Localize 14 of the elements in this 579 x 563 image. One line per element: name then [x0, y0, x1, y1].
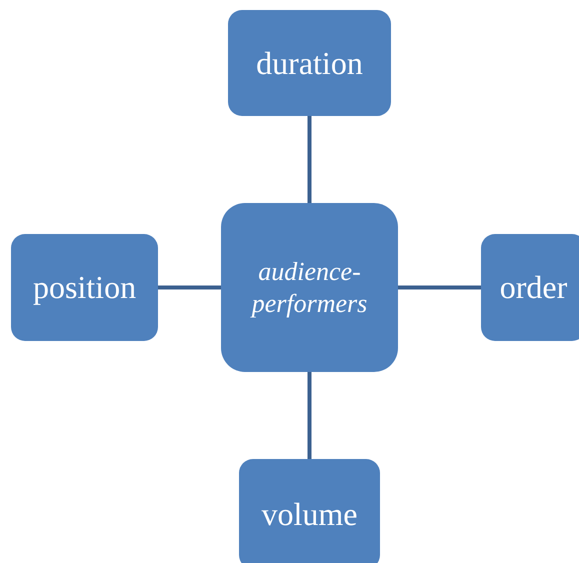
connector-line	[308, 372, 312, 459]
rounded-box	[11, 234, 158, 341]
box-label: position	[32, 268, 136, 307]
rounded-box	[228, 10, 391, 116]
box-label: audience-performers	[249, 256, 368, 319]
box-label: volume	[262, 494, 358, 534]
box-label: duration	[256, 44, 363, 82]
rounded-box	[239, 459, 380, 563]
connector-line	[158, 286, 221, 290]
rounded-box	[481, 234, 579, 341]
box-label: order	[500, 268, 568, 307]
connector-line	[398, 286, 481, 290]
rounded-box	[221, 203, 398, 372]
connector-line	[308, 116, 312, 203]
